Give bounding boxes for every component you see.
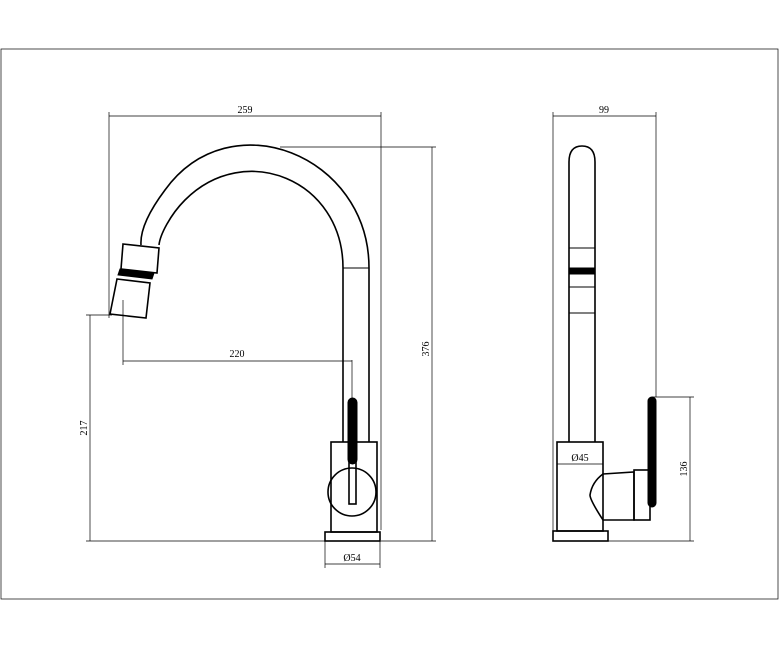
front-lever-stem — [348, 461, 357, 505]
side-base-plate — [552, 530, 609, 542]
front-spout-inner — [158, 170, 344, 269]
front-outlet-ring — [117, 268, 155, 280]
dim-376-label: 376 — [421, 342, 432, 357]
side-stem-outline — [568, 145, 596, 442]
dim-54-label: Ø54 — [343, 553, 360, 564]
dim-136-label: 136 — [679, 462, 690, 477]
front-outlet-collar — [120, 243, 160, 274]
front-lever-grip — [347, 397, 358, 465]
side-lever-grip — [647, 396, 657, 508]
dim-45-label: Ø45 — [571, 453, 588, 464]
front-lever-hub — [327, 467, 377, 517]
front-base-plate — [324, 531, 381, 542]
front-spout-outer — [140, 144, 370, 269]
dim-217-label: 217 — [79, 421, 90, 436]
front-view: 259 220 376 217 Ø54 — [79, 105, 436, 568]
side-view: 99 Ø45 136 — [552, 105, 694, 542]
side-lever-boss — [589, 471, 635, 521]
dim-220-label: 220 — [230, 349, 245, 360]
side-lower-body — [556, 441, 604, 532]
front-outlet-tip — [109, 278, 151, 319]
drawing-frame — [0, 48, 779, 600]
side-band-2 — [568, 267, 596, 275]
dim-99-label: 99 — [599, 105, 609, 116]
dim-259-label: 259 — [238, 105, 253, 116]
